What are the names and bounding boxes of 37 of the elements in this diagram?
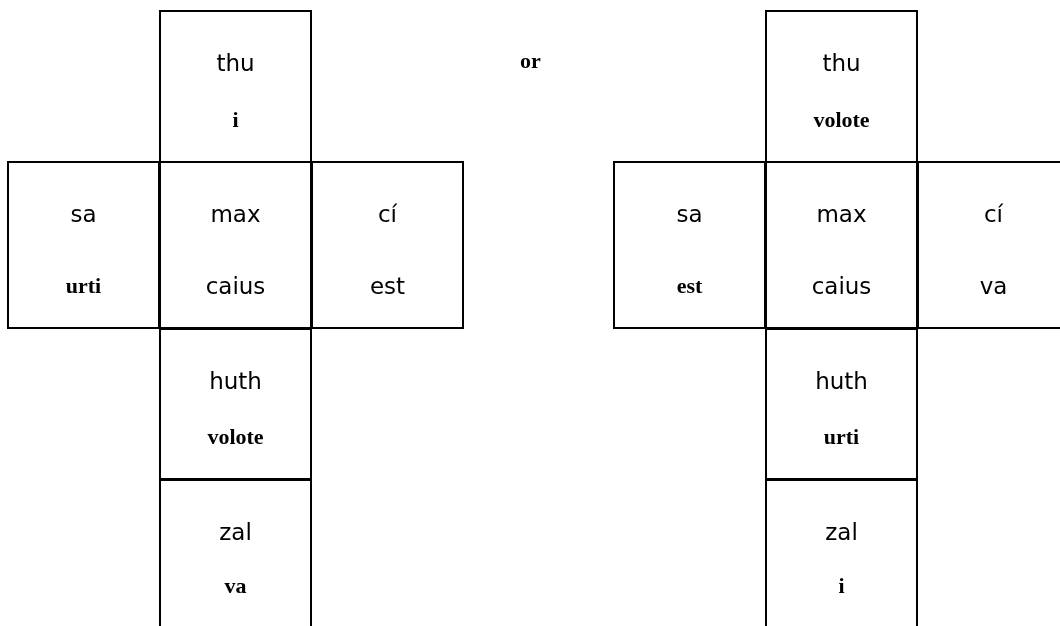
face-name: cí	[982, 201, 1004, 227]
face-name: cí	[376, 201, 398, 227]
net-face	[765, 10, 918, 163]
net-face	[159, 328, 312, 480]
face-label: caius	[810, 273, 873, 299]
net-face	[311, 161, 464, 329]
face-label: i	[231, 107, 240, 133]
net-face	[765, 479, 918, 626]
face-label: est	[368, 273, 407, 299]
face-label: urti	[64, 273, 103, 299]
face-name: thu	[215, 50, 256, 76]
face-name: sa	[69, 201, 98, 227]
face-name: zal	[218, 519, 253, 545]
face-label: va	[978, 273, 1009, 299]
face-label: urti	[822, 424, 861, 450]
face-label: va	[223, 573, 248, 599]
face-name: max	[209, 201, 262, 227]
net-face	[765, 328, 918, 480]
net-face	[159, 479, 312, 626]
face-label: caius	[204, 273, 267, 299]
net-face	[7, 161, 160, 329]
face-name: thu	[821, 50, 862, 76]
face-label: volote	[206, 424, 265, 450]
face-label: est	[675, 273, 704, 299]
net-face	[613, 161, 766, 329]
face-label: volote	[812, 107, 871, 133]
net-face	[159, 10, 312, 163]
net-face	[159, 161, 312, 329]
net-face	[917, 161, 1060, 329]
face-name: sa	[675, 201, 704, 227]
net-face	[765, 161, 918, 329]
face-name: zal	[824, 519, 859, 545]
face-name: max	[815, 201, 868, 227]
face-name: huth	[814, 368, 869, 394]
face-label: i	[837, 573, 846, 599]
face-name: huth	[208, 368, 263, 394]
connector-word: or	[520, 48, 541, 74]
